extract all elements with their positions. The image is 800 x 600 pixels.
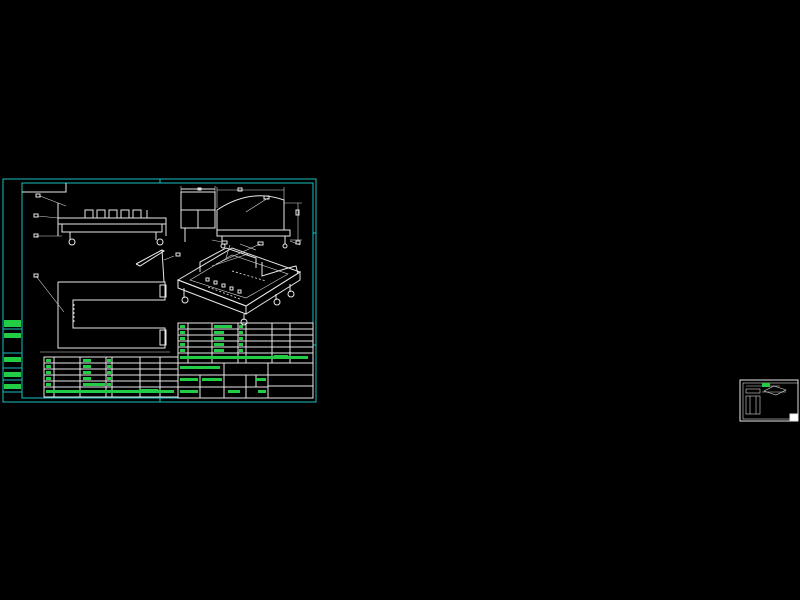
isometric-bed-view[interactable]: [176, 241, 302, 326]
plan-view-bed[interactable]: [33, 273, 170, 353]
main-sheet[interactable]: [2, 178, 317, 403]
title-block: [177, 362, 314, 399]
detail-slanted-part[interactable]: [135, 239, 228, 283]
left-margin-blocks: [3, 320, 22, 393]
sheet-inner-border: [21, 182, 314, 399]
front-view-bed[interactable]: [33, 193, 167, 246]
parts-list-left: [43, 356, 179, 398]
drawing-number-tab: [22, 183, 67, 193]
side-view-bed[interactable]: [180, 186, 216, 242]
thumbnail-sheet[interactable]: [739, 379, 799, 422]
parts-list-right: [177, 322, 314, 364]
headboard-elevation[interactable]: [216, 187, 302, 251]
